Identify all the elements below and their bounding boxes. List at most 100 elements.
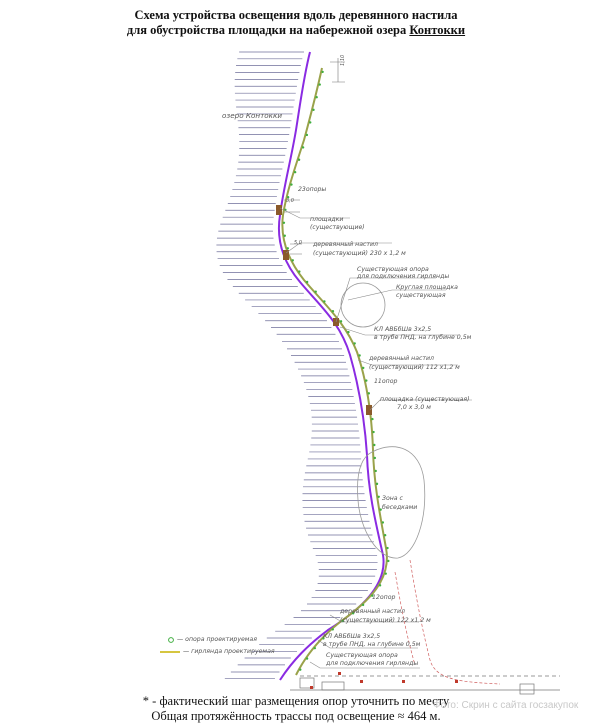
pole-marker xyxy=(353,342,356,345)
pole-marker xyxy=(313,646,317,650)
pole-marker xyxy=(341,619,344,623)
pole-marker xyxy=(286,195,290,199)
pole-marker xyxy=(386,546,389,550)
dimension-marks xyxy=(284,58,345,255)
pole-marker xyxy=(286,247,289,250)
pole-marker xyxy=(374,469,377,473)
existing-pole-label-2: для подключения гирлянды xyxy=(357,273,450,280)
pole-marker xyxy=(362,366,365,370)
pole-marker xyxy=(351,612,355,615)
pole-marker xyxy=(291,259,294,262)
gazebo-zone-label-2: беседками xyxy=(382,504,418,511)
round-platform-label-2: существующая xyxy=(396,292,446,299)
pole-marker xyxy=(323,300,326,303)
cable-route-line xyxy=(277,51,385,681)
pole-marker xyxy=(367,392,371,395)
lake-name-underlined: Контокки xyxy=(409,23,466,37)
pole-marker xyxy=(309,121,312,124)
pole-marker xyxy=(371,417,374,421)
pole-marker xyxy=(298,270,301,273)
pole-marker xyxy=(312,108,315,112)
pole-marker xyxy=(339,320,343,323)
pole-marker xyxy=(384,572,387,575)
bottom-structures xyxy=(290,675,560,695)
platforms-label-2: (существующие) xyxy=(310,224,365,231)
watermark: Фото: Скрин с сайта госзакупок xyxy=(433,700,579,711)
pole-marker xyxy=(299,668,302,671)
pole-marker xyxy=(290,183,293,186)
pole-marker xyxy=(387,559,390,563)
pole-marker xyxy=(331,309,335,313)
pole-marker xyxy=(379,508,382,511)
legend-pole-symbol xyxy=(168,637,174,643)
pole-marker xyxy=(297,158,301,161)
pole-marker xyxy=(375,482,379,486)
pole-marker xyxy=(371,594,374,597)
dashed-route-lines xyxy=(394,559,501,685)
pole-marker xyxy=(301,146,305,149)
lake-label: озеро Контокки xyxy=(222,111,283,120)
pole-marker xyxy=(331,628,334,631)
deck-top-label-2: (существующий) 230 х 1,2 м xyxy=(313,250,406,257)
pole-marker xyxy=(377,495,380,498)
legend-garland-label: — гирлянда проектируемая xyxy=(183,648,275,655)
existing-pole-label-1: Существующая опора xyxy=(357,266,429,273)
pole-marker xyxy=(372,430,375,434)
pole-marker xyxy=(283,234,286,237)
cable-bottom-label-1: КЛ АВБбШв 3х2,5 xyxy=(323,633,381,640)
title-line-2: для обустройства площадки на набережной … xyxy=(126,23,466,37)
pole-marker xyxy=(373,456,377,460)
pole-marker xyxy=(293,170,297,174)
leader-lines xyxy=(279,207,472,669)
deck-bottom-label-1: деревянный настил xyxy=(340,608,405,615)
garland-line xyxy=(281,67,388,676)
platform-marker-4 xyxy=(366,405,372,415)
pole-marker xyxy=(358,354,361,357)
pole-marker xyxy=(315,96,318,99)
platform-marker-1 xyxy=(276,205,282,215)
deck-mid-label-2: (существующий) 112 х1,2 м xyxy=(369,364,460,371)
platform-marker-2 xyxy=(283,250,289,260)
poles-count-23: 23опоры xyxy=(298,186,327,193)
pole-marker xyxy=(361,603,365,607)
gazebo-zone-label-1: Зона с xyxy=(382,495,403,502)
footer-total: Общая протяжённость трассы под освещение… xyxy=(151,709,441,723)
poles-count-11: 11опор xyxy=(374,378,398,385)
pole-marker xyxy=(282,221,286,224)
cable-label-1: КЛ АВБбШв 3х2,5 xyxy=(374,326,432,333)
pole-marker xyxy=(305,657,309,660)
footer-note: * - фактический шаг размещения опор уточ… xyxy=(142,694,450,708)
dimension-a-label: 3,0 xyxy=(286,198,294,204)
pole-marker xyxy=(322,637,325,640)
dimension-b-label: 5,0 xyxy=(294,240,302,246)
round-platform-circle xyxy=(340,282,386,328)
deck-top-label-1: деревянный настил xyxy=(313,241,378,248)
pole-marker xyxy=(378,584,382,587)
pole-markers xyxy=(282,70,390,671)
existing-pole-bottom-label-2: для подключения гирлянды xyxy=(326,660,419,667)
platform-label-1: площадка (существующая) xyxy=(380,396,470,403)
round-platform-label-1: Круглая площадка xyxy=(396,284,458,291)
pole-marker xyxy=(373,443,376,447)
pole-marker xyxy=(305,280,309,284)
pole-marker xyxy=(305,133,309,137)
pole-marker xyxy=(365,379,368,382)
pole-marker xyxy=(347,330,350,334)
pole-marker xyxy=(321,70,324,74)
red-markers xyxy=(310,672,458,689)
deck-mid-label-1: деревянный настил xyxy=(369,355,434,362)
poles-count-12: 12опор xyxy=(372,594,396,601)
platform-label-2: 7,0 х 3,0 м xyxy=(397,404,431,411)
cable-bottom-label-2: в трубе ПНД, на глубине 0,5м xyxy=(323,641,421,648)
title-line-1: Схема устройства освещения вдоль деревян… xyxy=(134,8,458,22)
pole-marker xyxy=(314,290,317,293)
pole-marker xyxy=(383,534,387,537)
lake-shore-hatching xyxy=(216,51,378,679)
deck-bottom-label-2: (существующий) 122 х1,2 м xyxy=(340,617,431,624)
pole-marker xyxy=(381,521,385,524)
existing-pole-bottom-label-1: Существующая опора xyxy=(326,652,398,659)
gazebo-zone-outline xyxy=(357,446,426,559)
platforms-label-1: площадки xyxy=(310,216,344,223)
